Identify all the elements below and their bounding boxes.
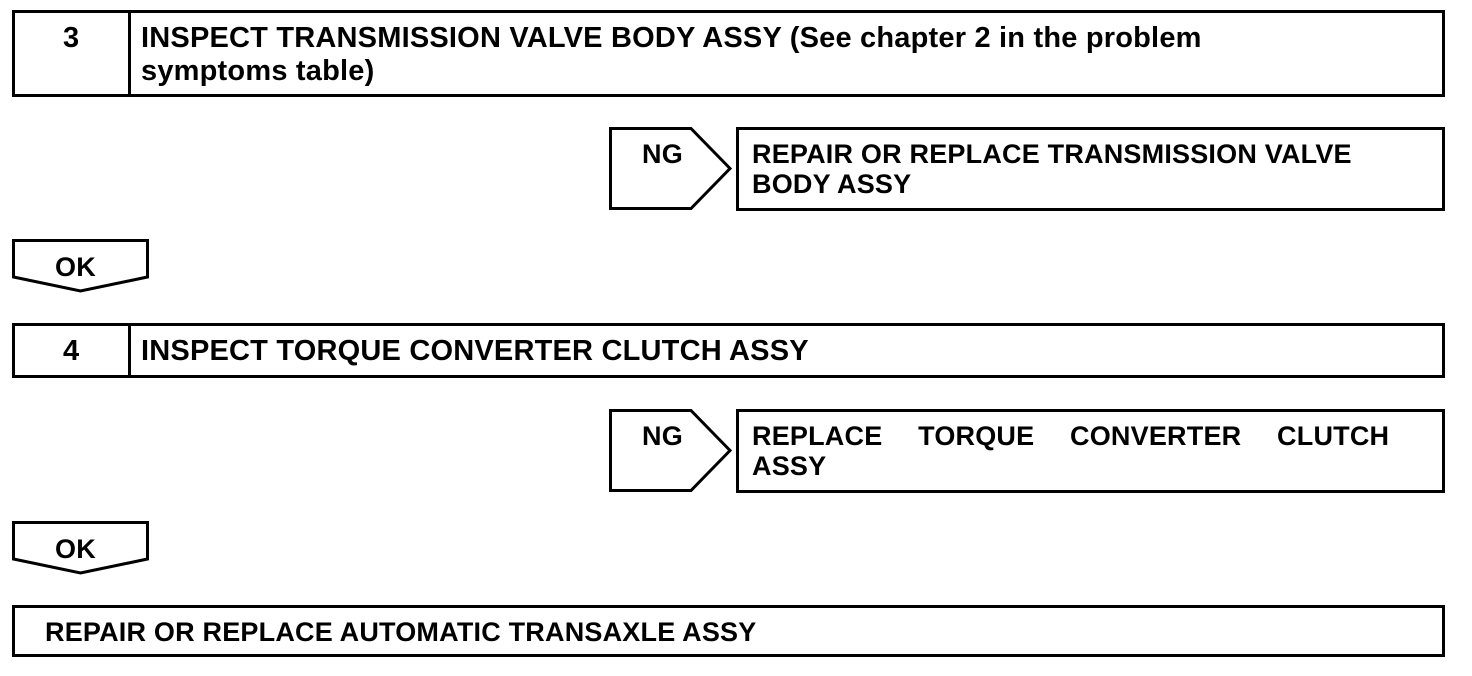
step-4-box: 4 INSPECT TORQUE CONVERTER CLUTCH ASSY — [12, 323, 1445, 378]
step-3-title-line1: INSPECT TRANSMISSION VALVE BODY ASSY (Se… — [141, 22, 1202, 54]
step-4-number-cell: 4 — [15, 326, 131, 375]
step-3-box: 3 INSPECT TRANSMISSION VALVE BODY ASSY (… — [12, 10, 1445, 97]
step-3-ng-action-line2: BODY ASSY — [752, 169, 912, 199]
step-4-ng-arrow — [609, 409, 733, 492]
step-3-title-line2: symptoms table) — [141, 55, 375, 87]
final-action-text: REPAIR OR REPLACE AUTOMATIC TRANSAXLE AS… — [45, 617, 757, 647]
step-4-ng-action-box: REPLACE TORQUE CONVERTER CLUTCH ASSY — [736, 409, 1445, 493]
final-action-box: REPAIR OR REPLACE AUTOMATIC TRANSAXLE AS… — [12, 605, 1445, 657]
step-4-ok-arrow — [12, 521, 149, 575]
step-3-number: 3 — [63, 22, 80, 54]
step-4-title-line1: INSPECT TORQUE CONVERTER CLUTCH ASSY — [141, 335, 809, 367]
step-4-number: 4 — [63, 335, 80, 367]
step-3-number-cell: 3 — [15, 13, 131, 94]
step-4-ok-label: OK — [55, 534, 96, 564]
step-4-ng-action-line2: ASSY — [752, 451, 827, 481]
step-3-ng-action-line1: REPAIR OR REPLACE TRANSMISSION VALVE — [752, 139, 1352, 169]
step-4-ng-action-line1: REPLACE TORQUE CONVERTER CLUTCH — [752, 421, 1390, 451]
step-3-ok-label: OK — [55, 252, 96, 282]
step-3-ng-action-box: REPAIR OR REPLACE TRANSMISSION VALVE BOD… — [736, 127, 1445, 211]
step-3-ng-arrow — [609, 127, 733, 210]
step-3-ok-arrow — [12, 239, 149, 293]
step-3-ng-label: NG — [642, 139, 683, 169]
step-4-ng-label: NG — [642, 421, 683, 451]
